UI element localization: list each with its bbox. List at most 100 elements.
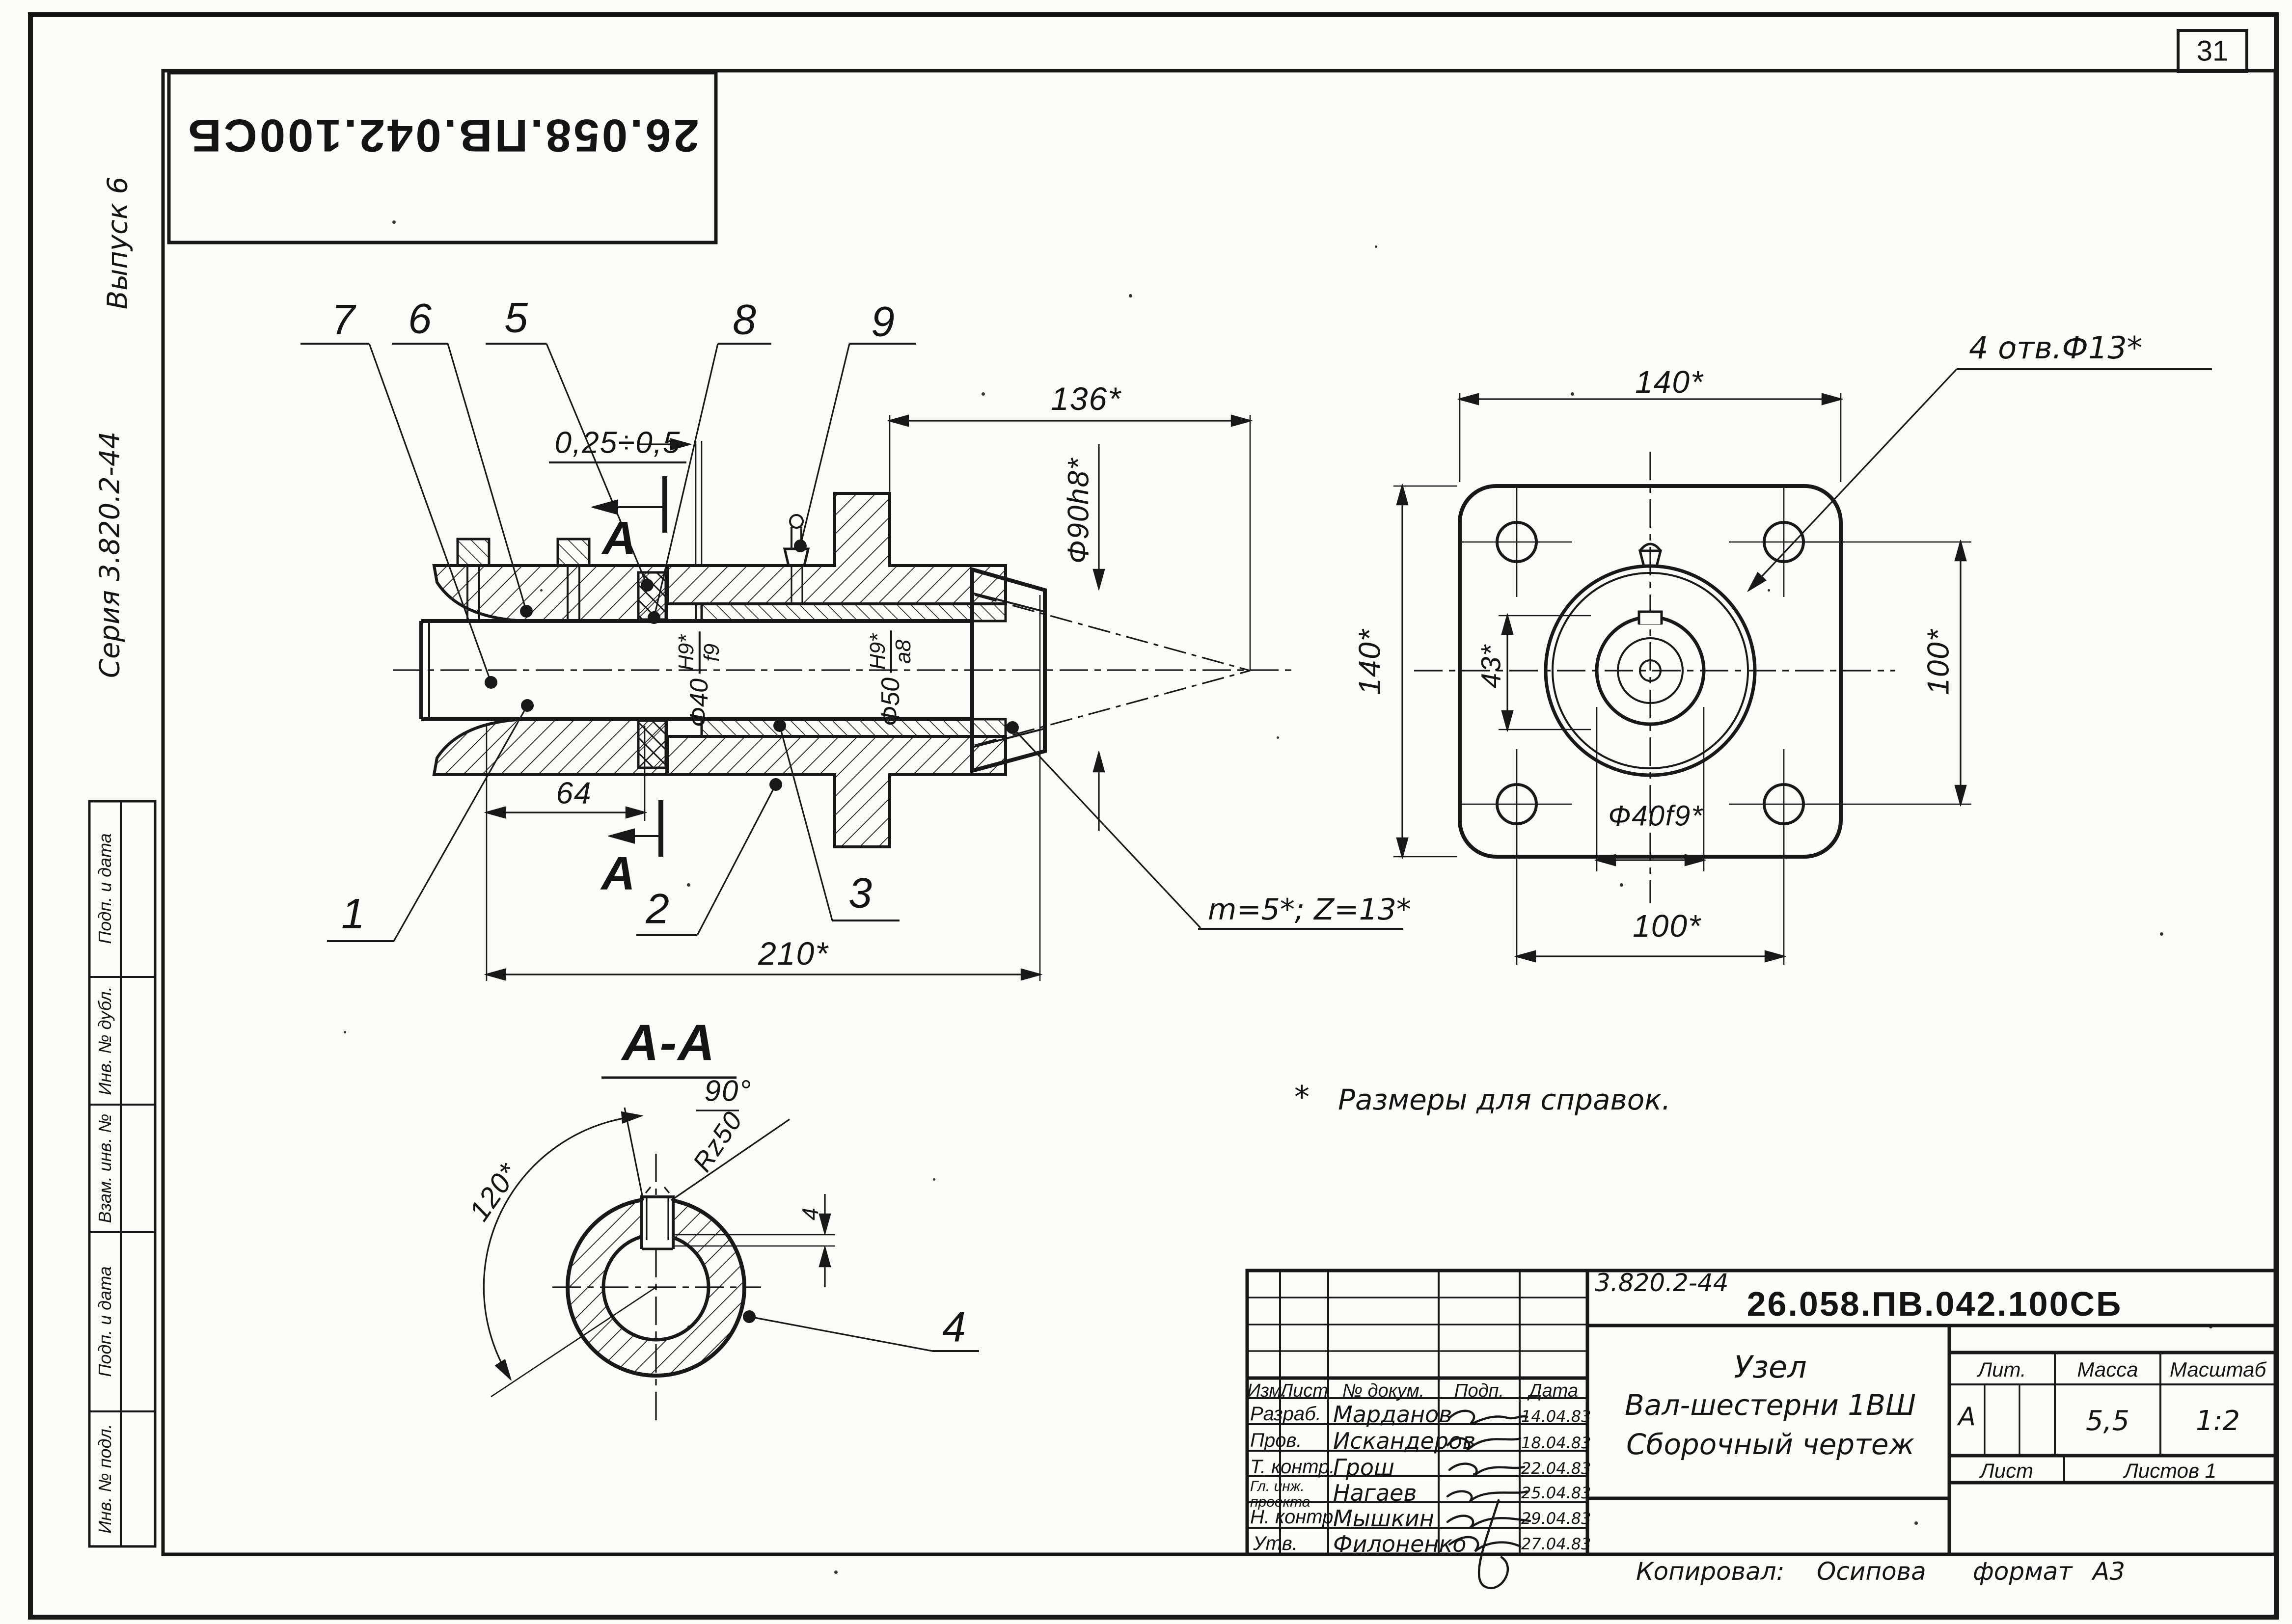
flange-dimensions xyxy=(1393,368,2212,965)
key-section xyxy=(640,1186,675,1250)
main-dimensions xyxy=(487,415,1250,981)
tb-name: Грош xyxy=(1333,1454,1395,1481)
fit-lower: а8 xyxy=(891,639,915,664)
bolt-holes xyxy=(1462,487,1839,859)
tb-copied-by: Осипова xyxy=(1817,1557,1926,1586)
fit-dia50: Ф50 H9*а8 xyxy=(866,630,915,727)
tb-role: Гл. инж. проекта xyxy=(1250,1478,1310,1510)
callout-leaders xyxy=(300,343,1403,942)
dim-gear-params: m=5*; Z=13* xyxy=(1208,893,1411,927)
dim-key-depth: 4 xyxy=(797,1207,823,1220)
signatures xyxy=(1446,1409,1531,1590)
callout-5: 5 xyxy=(504,294,528,342)
tb-format-label: формат xyxy=(1973,1557,2073,1586)
tb-col-data: Дата xyxy=(1528,1380,1579,1401)
dim-43: 43* xyxy=(1475,644,1506,689)
fit-upper: H9* xyxy=(866,630,892,673)
tb-role: Т. контр. xyxy=(1250,1456,1335,1478)
page-number: 31 xyxy=(2196,35,2229,67)
main-view xyxy=(300,343,1403,981)
tb-role: Н. контр. xyxy=(1250,1506,1339,1528)
tb-role: Пров. xyxy=(1250,1430,1302,1451)
section-cut-marks xyxy=(594,476,667,857)
note-text: Размеры для справок. xyxy=(1338,1083,1671,1116)
seal-ring-bottom xyxy=(637,719,667,769)
gland-cap-top xyxy=(432,564,668,623)
tb-col-podp: Подп. xyxy=(1454,1380,1504,1401)
margin-box-label: Взам. инв. № xyxy=(95,1113,115,1223)
stud-bolts xyxy=(456,538,591,621)
margin-issue: Выпуск 6 xyxy=(102,176,134,310)
callout-9: 9 xyxy=(871,298,895,346)
tb-doc-number: 26.058.ПВ.042.100СБ xyxy=(1746,1285,2123,1323)
grease-fitting-front-icon xyxy=(1638,542,1663,568)
key-depth-dim xyxy=(673,1194,835,1287)
tb-doc-small: 3.820.2-44 xyxy=(1595,1269,1729,1297)
tb-col-docnum: № докум. xyxy=(1342,1380,1425,1401)
dim-210: 210* xyxy=(758,935,829,972)
tb-sheet-label: Лист xyxy=(1980,1459,2034,1482)
housing-bottom xyxy=(666,735,1007,848)
dim-angle90: 90° xyxy=(704,1074,752,1108)
tb-date: 29.04.83 xyxy=(1521,1509,1591,1528)
margin-series: Серия 3.820.2-44 xyxy=(94,431,126,678)
tb-mass-label: Масса xyxy=(2077,1358,2138,1381)
section-title: А-А xyxy=(622,1014,716,1072)
page-number-box xyxy=(2177,29,2248,73)
tb-col-list: Лист xyxy=(1280,1380,1328,1401)
tb-sheets-label: Листов 1 xyxy=(2124,1459,2216,1482)
margin-box-label: Подп. и дата xyxy=(95,1266,115,1377)
bevel-gear xyxy=(970,567,1251,774)
seal-ring-top xyxy=(637,571,667,621)
margin-box-label: Инв. № дубл. xyxy=(95,986,115,1095)
fit-lower: f9 xyxy=(700,644,724,662)
tb-role: Разраб. xyxy=(1250,1403,1321,1425)
tb-title-line1: Узел xyxy=(1734,1349,1807,1385)
fit-prefix: Ф40 xyxy=(685,678,713,728)
callout-8: 8 xyxy=(733,296,756,344)
sheet-frame xyxy=(28,12,2279,1620)
margin-table xyxy=(88,800,157,1548)
tb-name: Филоненко xyxy=(1333,1531,1467,1557)
inverted-doc-stamp: 26.058.ПВ.042.100СБ xyxy=(186,110,699,162)
fit-upper: H9* xyxy=(674,631,701,674)
tb-lit-value: А xyxy=(1958,1402,1976,1432)
dim-gap: 0,25÷0,5 xyxy=(554,426,681,460)
note-star: * xyxy=(1294,1079,1310,1115)
tb-copied-label: Копировал: xyxy=(1636,1557,1785,1586)
tb-title-line2: Вал-шестерни 1ВШ xyxy=(1624,1388,1916,1422)
angle-120-dim xyxy=(483,1116,656,1398)
fit-dia40: Ф40 H9*f9 xyxy=(674,631,724,728)
margin-box-label: Подп. и дата xyxy=(95,833,115,944)
tb-date: 22.04.83 xyxy=(1521,1459,1591,1478)
tb-title-line3: Сборочный чертеж xyxy=(1626,1428,1914,1461)
axial-gap-lines xyxy=(639,441,703,623)
tb-scale-label: Масштаб xyxy=(2169,1358,2266,1381)
callout-4: 4 xyxy=(942,1303,966,1351)
dim-100-right: 100* xyxy=(1921,628,1956,695)
dim-140-top: 140* xyxy=(1635,364,1704,400)
section-letter-top: А xyxy=(602,512,637,565)
tb-name: Нагаев xyxy=(1333,1480,1417,1506)
callout-6: 6 xyxy=(408,295,432,343)
section-aa-view xyxy=(483,1076,979,1426)
fit-prefix: Ф50 xyxy=(876,677,905,727)
dim-bore-f40f9: Ф40f9* xyxy=(1608,800,1703,832)
tb-mass-value: 5,5 xyxy=(2085,1405,2130,1437)
section-letter-bottom: А xyxy=(601,847,636,900)
title-block-grid xyxy=(1245,1269,2278,1590)
inverted-stamp-box xyxy=(167,71,718,244)
callout-4-holes: 4 отв.Ф13* xyxy=(1969,330,2142,366)
housing-top xyxy=(666,492,1007,605)
dim-64: 64 xyxy=(556,776,592,811)
tb-name: Мышкин xyxy=(1333,1505,1434,1532)
dim-dia90: Ф90h8* xyxy=(1062,457,1095,564)
tb-date: 25.04.83 xyxy=(1521,1484,1591,1502)
keyway-notch xyxy=(1637,610,1663,625)
dim-100-bottom: 100* xyxy=(1633,908,1701,944)
tb-date: 27.04.83 xyxy=(1521,1535,1591,1553)
tb-format-value: А3 xyxy=(2093,1557,2126,1586)
tb-name: Искандеров xyxy=(1333,1428,1476,1454)
tb-date: 14.04.83 xyxy=(1521,1407,1591,1426)
